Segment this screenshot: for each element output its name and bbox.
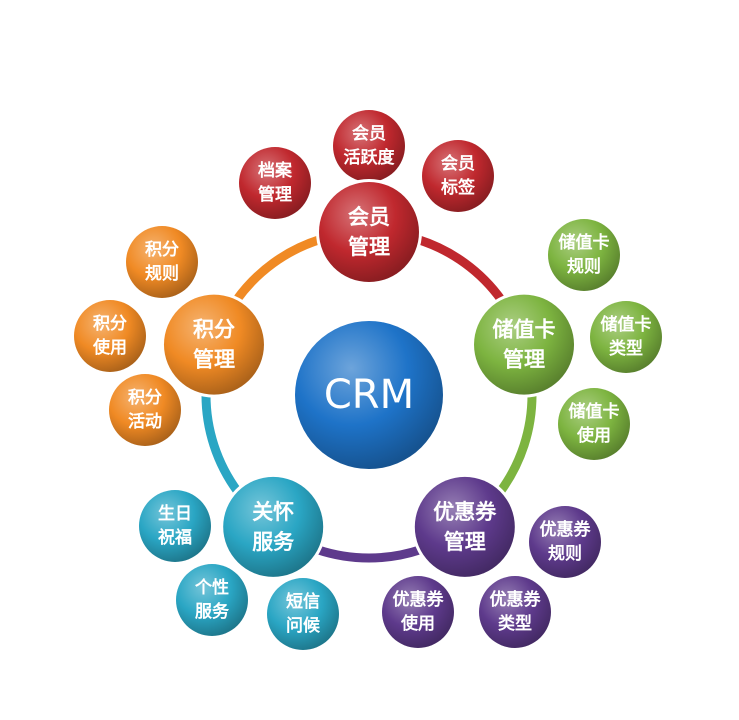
sub-item-label-line-1: 储值卡 bbox=[601, 314, 652, 335]
sub-item-label-line-1: 优惠券 bbox=[490, 589, 542, 610]
center-node: CRM bbox=[295, 321, 443, 469]
module-label-line-1: 储值卡 bbox=[493, 318, 556, 342]
module-circle bbox=[163, 294, 264, 395]
sub-item-circle bbox=[479, 576, 551, 648]
module-label-line-1: 积分 bbox=[193, 318, 235, 342]
sub-item-label-line-2: 类型 bbox=[609, 338, 643, 359]
module-label-line-1: 关怀 bbox=[252, 500, 294, 524]
module-label-line-2: 管理 bbox=[193, 348, 235, 372]
module-member: 档案管理会员活跃度会员标签会员管理 bbox=[239, 110, 494, 285]
sub-item-label-line-2: 使用 bbox=[92, 337, 127, 358]
module-circle bbox=[319, 182, 419, 282]
sub-item-circle bbox=[333, 110, 405, 182]
module-label-line-1: 会员 bbox=[348, 205, 390, 229]
sub-item-circle bbox=[529, 506, 601, 578]
module-circle bbox=[474, 294, 575, 395]
sub-item-label-line-1: 档案 bbox=[258, 160, 293, 181]
center-label: CRM bbox=[324, 372, 414, 418]
sub-item-label-line-2: 活跃度 bbox=[344, 147, 396, 168]
sub-item-label-line-1: 储值卡 bbox=[559, 232, 610, 253]
sub-item-circle bbox=[548, 219, 620, 291]
sub-item-label-line-1: 优惠券 bbox=[393, 589, 445, 610]
module-circle bbox=[223, 476, 324, 577]
sub-item-label-line-1: 优惠券 bbox=[540, 519, 592, 540]
sub-item-label-line-2: 规则 bbox=[145, 263, 179, 284]
sub-item-circle bbox=[239, 147, 311, 219]
sub-item-label-line-2: 使用 bbox=[400, 613, 435, 634]
sub-item-label-line-1: 个性 bbox=[194, 577, 229, 598]
module-label-line-2: 服务 bbox=[252, 530, 295, 554]
sub-item-label-line-2: 管理 bbox=[258, 184, 292, 205]
module-nodes: 档案管理会员活跃度会员标签会员管理储值卡规则储值卡类型储值卡使用储值卡管理优惠券… bbox=[74, 110, 662, 650]
module-circle bbox=[414, 476, 515, 577]
sub-item-label-line-2: 祝福 bbox=[158, 527, 192, 548]
sub-item-label-line-1: 生日 bbox=[158, 503, 192, 524]
sub-item-label-line-1: 积分 bbox=[128, 388, 162, 408]
sub-item-circle bbox=[74, 300, 146, 372]
sub-item-circle bbox=[176, 564, 248, 636]
sub-item-label-line-1: 积分 bbox=[145, 240, 179, 260]
module-label-line-2: 管理 bbox=[503, 348, 545, 372]
module-label-line-1: 优惠券 bbox=[433, 500, 497, 524]
sub-item-label-line-2: 规则 bbox=[567, 256, 601, 277]
sub-item-circle bbox=[267, 578, 339, 650]
module-label-line-2: 管理 bbox=[348, 235, 390, 259]
sub-item-circle bbox=[422, 140, 494, 212]
sub-item-label-line-2: 规则 bbox=[548, 543, 582, 564]
sub-item-circle bbox=[558, 388, 630, 460]
sub-item-label-line-2: 类型 bbox=[498, 613, 532, 634]
sub-item-label-line-2: 问候 bbox=[286, 615, 321, 636]
sub-item-circle bbox=[139, 490, 211, 562]
sub-item-circle bbox=[382, 576, 454, 648]
sub-item-label-line-1: 会员 bbox=[441, 153, 475, 174]
center-circle bbox=[295, 321, 443, 469]
sub-item-label-line-1: 会员 bbox=[352, 123, 386, 144]
sub-item-circle bbox=[590, 301, 662, 373]
sub-item-label-line-1: 短信 bbox=[286, 591, 320, 612]
sub-item-label-line-1: 储值卡 bbox=[569, 401, 620, 422]
sub-item-label-line-1: 积分 bbox=[93, 314, 127, 334]
module-label-line-2: 管理 bbox=[444, 530, 486, 554]
sub-item-circle bbox=[126, 226, 198, 298]
sub-item-circle bbox=[109, 374, 181, 446]
sub-item-label-line-2: 服务 bbox=[195, 601, 230, 622]
sub-item-label-line-2: 标签 bbox=[441, 177, 476, 198]
sub-item-label-line-2: 使用 bbox=[576, 425, 611, 446]
sub-item-label-line-2: 活动 bbox=[128, 411, 162, 432]
